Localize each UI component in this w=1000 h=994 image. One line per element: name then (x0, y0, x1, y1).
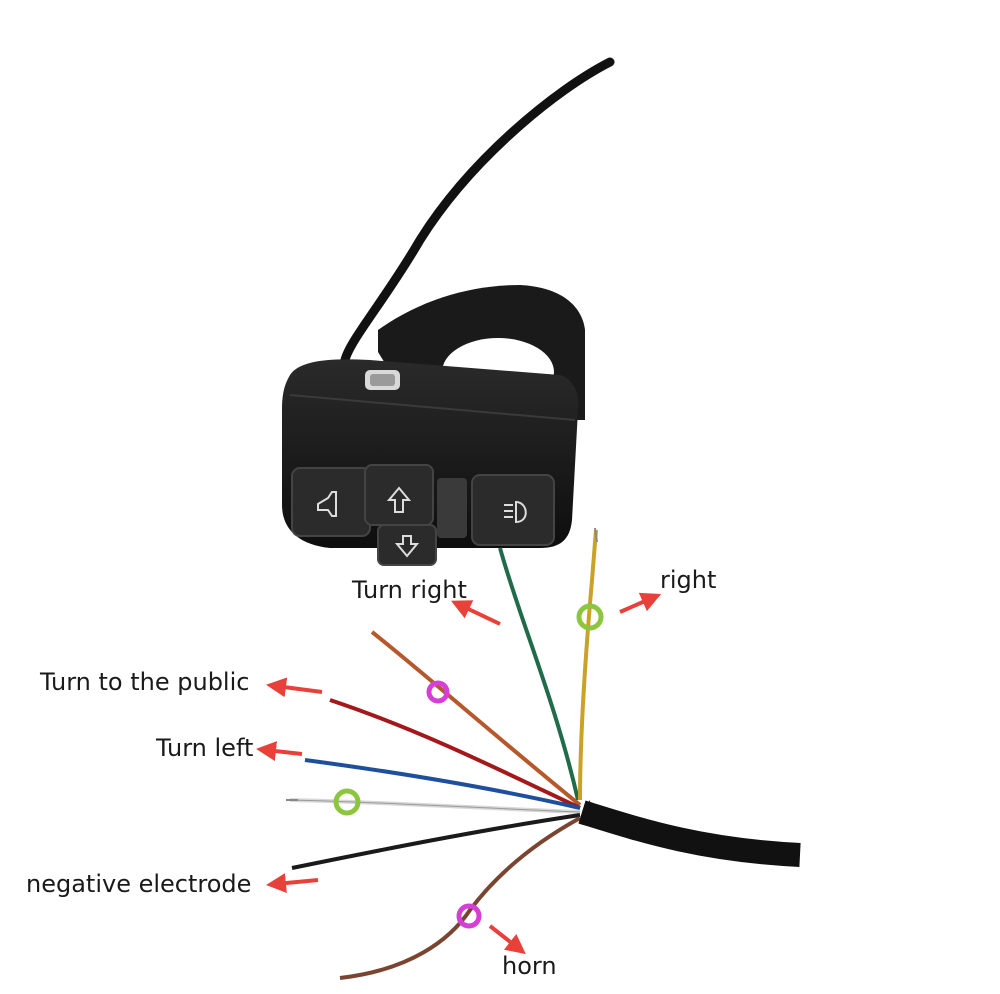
label-right: right (660, 566, 717, 594)
wire-white-outline (289, 799, 581, 813)
marker-orange-wire (426, 680, 450, 704)
label-turn-left: Turn left (156, 734, 254, 762)
handlebar-switch (282, 285, 585, 566)
wire-green (498, 547, 580, 801)
wire-yellow (578, 529, 598, 801)
horn-icon (317, 491, 337, 517)
lower-cable (578, 800, 801, 867)
upper-cable (340, 57, 615, 365)
arrow-horn (488, 924, 526, 955)
arrow-negative-electrode (266, 873, 319, 894)
horn-button (291, 467, 371, 537)
arrow-turn-right (450, 600, 501, 626)
arrow-right (619, 592, 662, 614)
arrow-turn-to-public (266, 677, 323, 698)
label-turn-right: Turn right (352, 576, 467, 604)
wire-blue (304, 758, 581, 810)
turn-up-button (364, 464, 434, 526)
wire-red (329, 698, 581, 810)
headlight-icon (504, 500, 527, 524)
label-horn: horn (502, 952, 557, 980)
turn-down-button (377, 524, 437, 566)
marker-white-wire (333, 788, 361, 816)
marker-brown-wire (456, 903, 482, 929)
wire-black (291, 813, 581, 870)
arrow-turn-left (256, 741, 303, 762)
label-turn-to-the-public: Turn to the public (40, 668, 250, 696)
wire-bundle (286, 527, 598, 980)
wire-orange (370, 630, 582, 807)
center-toggle (437, 478, 467, 538)
label-negative-electrode: negative electrode (26, 870, 252, 898)
up-arrow-icon (386, 486, 412, 513)
marker-yellow-wire (576, 603, 604, 631)
down-arrow-icon (394, 535, 420, 558)
headlight-button (471, 474, 555, 546)
wire-brown (339, 816, 581, 980)
